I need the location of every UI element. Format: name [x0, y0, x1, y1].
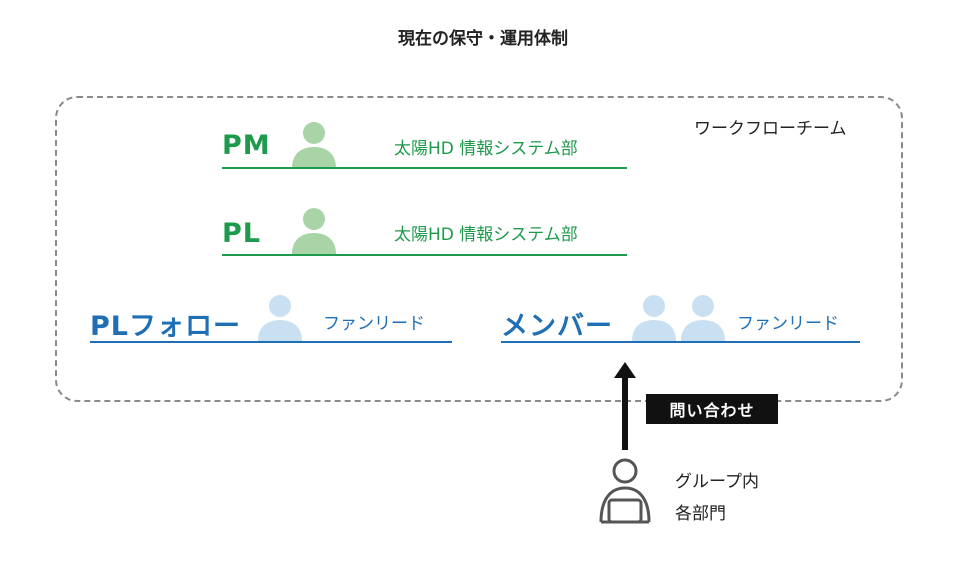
pm-role-label: PM — [222, 130, 271, 161]
workflow-team-box — [55, 96, 903, 402]
pm-org-label: 太陽HD 情報システム部 — [394, 139, 578, 159]
requester-line2: 各部門 — [675, 504, 726, 524]
pl-org-label: 太陽HD 情報システム部 — [394, 225, 578, 245]
pl-follow-role-label: PLフォロー — [90, 311, 241, 342]
arrow-up-icon — [614, 362, 636, 450]
member-person-icon — [681, 295, 725, 341]
member-role-label: メンバー — [501, 311, 613, 342]
team-label: ワークフローチーム — [694, 119, 847, 139]
pl-follow-org-label: ファンリード — [323, 314, 425, 334]
inquiry-tag: 問い合わせ — [646, 394, 778, 424]
pl-underline — [222, 254, 627, 256]
pm-person-icon — [292, 122, 336, 168]
pm-underline — [222, 167, 627, 169]
member-underline — [501, 341, 860, 343]
pl-follow-person-icon — [258, 295, 302, 341]
pl-follow-underline — [90, 341, 452, 343]
requester-line1: グループ内 — [675, 472, 759, 492]
member-org-label: ファンリード — [737, 314, 839, 334]
member-person-icon — [632, 295, 676, 341]
pl-person-icon — [292, 208, 336, 254]
user-laptop-icon — [599, 458, 651, 524]
diagram-title: 現在の保守・運用体制 — [398, 29, 568, 49]
pl-role-label: PL — [222, 218, 261, 249]
